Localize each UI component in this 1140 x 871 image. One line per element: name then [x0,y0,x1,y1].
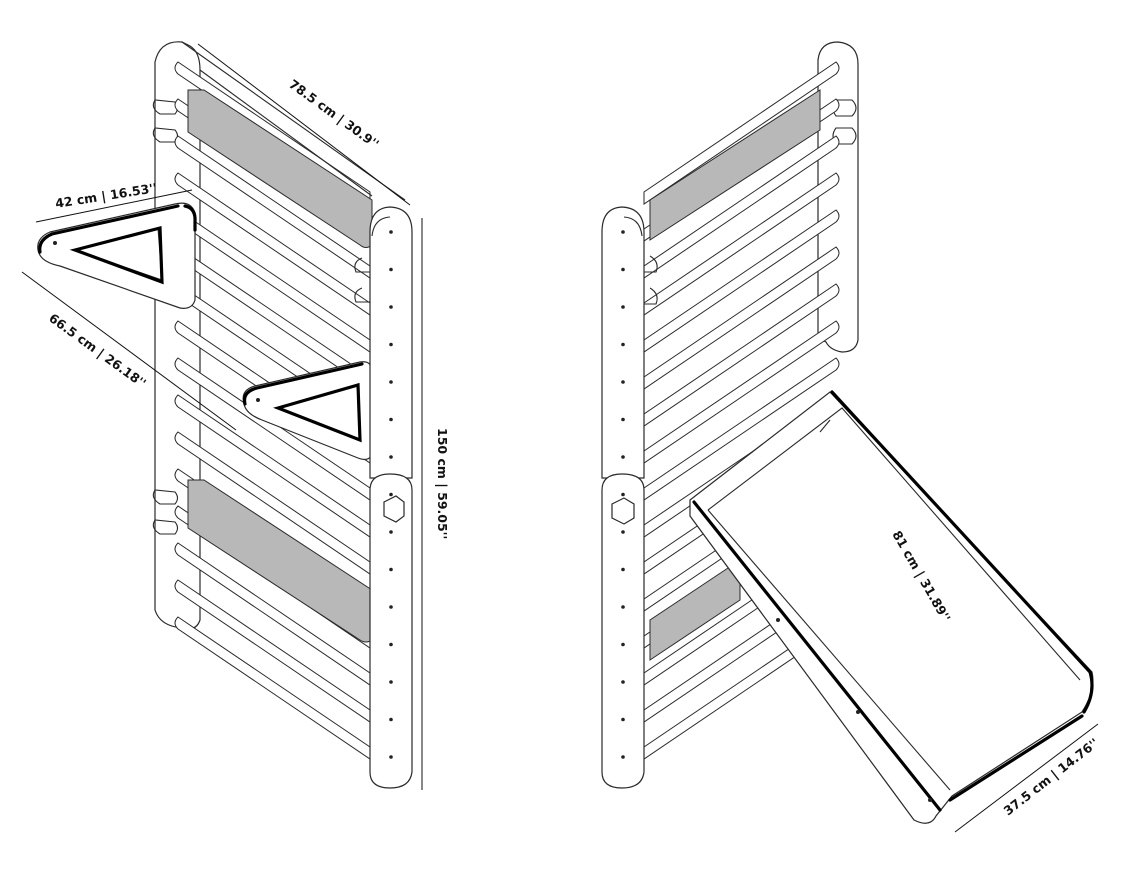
rail-hole [621,642,625,647]
rail-hole [389,642,393,647]
rail-hole [389,717,393,722]
rail-hole [621,755,625,759]
rail-hole [621,342,625,347]
rung [643,61,840,205]
rung [174,542,371,686]
rung [174,616,371,760]
rail-hole [621,680,625,684]
rail-hole [389,680,393,684]
rail-hole [389,755,393,759]
ladder-with-slide: 81 cm | 31.89'' 37.5 cm | 14.76'' [601,41,1101,833]
dimension-lines-left [21,43,423,790]
rail-hole [389,342,393,347]
ladder-with-triangles: 78.5 cm | 30.9'' 42 cm | 16.53'' 66.5 cm… [21,41,450,790]
climbing-triangle-lower [242,361,373,461]
rung [643,209,840,353]
hex-bolt-icon [383,495,405,523]
rail-hole [389,605,393,609]
rung [643,246,840,390]
rail-hole [621,417,625,422]
rung [174,431,371,575]
back-side-rail-right [817,41,859,353]
triangle-width-label: 42 cm | 16.53'' [54,180,158,211]
front-rail-holes [389,230,393,759]
rung [174,135,371,279]
rail-hole [621,305,625,309]
rail-hole [621,230,625,234]
rung [643,135,840,279]
front-rail-holes-right [621,230,625,759]
rail-hole [389,417,393,422]
rail-hole [389,455,393,459]
rung [643,283,840,427]
rail-hole [389,305,393,309]
front-rail-right [601,206,658,789]
rung [174,579,371,723]
rung [643,320,840,464]
rail-hole [621,530,625,534]
rung [174,394,371,538]
rail-hole [389,530,393,534]
rail-hole [389,492,393,497]
grey-slot-bars-right [649,89,821,661]
rail-hole [389,230,393,234]
rung [643,357,840,501]
triangle-length-label: 66.5 cm | 26.18'' [46,310,149,390]
slide [689,390,1094,824]
rail-hole [621,605,625,609]
rung [174,172,371,316]
rail-hole [621,567,625,572]
ladder-height-label: 150 cm | 59.05'' [435,428,450,539]
slide-width-dimension [954,723,1099,833]
rail-hole [621,717,625,722]
rail-hole [389,267,393,272]
rung [643,172,840,316]
rung [174,357,371,501]
front-rail [354,206,413,789]
hex-bolt-icon-right [611,497,635,525]
rail-hole [389,567,393,572]
climbing-triangle-upper [37,202,197,309]
rail-hole [621,492,625,497]
rail-hole [621,380,625,384]
rail-hole [621,267,625,272]
rail-hole [621,455,625,459]
ladder-width-label: 78.5 cm | 30.9'' [286,76,382,151]
rail-hole [389,380,393,384]
